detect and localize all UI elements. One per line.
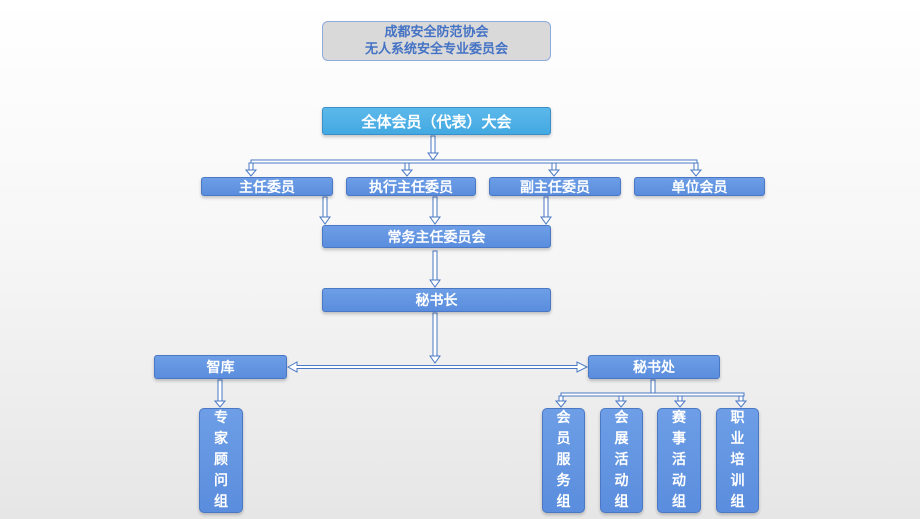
competition-activity-label-char: 动 bbox=[672, 473, 686, 489]
exhibition-activity-label-char: 动 bbox=[614, 473, 629, 489]
expert-group-label-char: 问 bbox=[214, 473, 228, 489]
competition-activity-label-char: 赛 bbox=[672, 410, 686, 426]
competition-activity-label-char: 事 bbox=[672, 431, 686, 447]
title-line-2: 无人系统安全专业委员会 bbox=[364, 42, 508, 57]
secretary-general-node: 秘书长 bbox=[322, 288, 551, 312]
exhibition-activity-group-node: 会展活动组 bbox=[600, 408, 643, 513]
deputy-director-node: 副主任委员 bbox=[489, 177, 621, 196]
vocational-training-group-node: 职业培训组 bbox=[716, 408, 759, 513]
competition-activity-label-char: 组 bbox=[672, 494, 686, 510]
member-service-label-char: 务 bbox=[556, 473, 571, 489]
member-service-label-char: 组 bbox=[556, 494, 571, 510]
exhibition-activity-label-char: 组 bbox=[614, 494, 629, 510]
secretariat-node: 秘书处 bbox=[588, 355, 720, 379]
standing-committee-node: 常务主任委员会 bbox=[322, 225, 551, 248]
director-node: 主任委员 bbox=[201, 177, 333, 196]
think-tank-secretariat-double-arrow bbox=[286, 361, 589, 373]
competition-activity-group-node: 赛事活动组 bbox=[657, 408, 701, 513]
member-service-label-char: 会 bbox=[556, 410, 571, 426]
vocational-training-label-char: 职 bbox=[730, 410, 745, 426]
think-tank-node: 智库 bbox=[154, 355, 287, 379]
member-service-group-node: 会员服务组 bbox=[542, 408, 585, 513]
expert-group-label-char: 顾 bbox=[214, 452, 228, 468]
exhibition-activity-label-char: 活 bbox=[614, 452, 629, 468]
exhibition-activity-label-char: 会 bbox=[614, 410, 629, 426]
expert-group-label-char: 专 bbox=[214, 410, 228, 426]
unit-member-node: 单位会员 bbox=[634, 177, 765, 196]
member-service-label-char: 服 bbox=[556, 452, 571, 468]
expert-group-label-char: 家 bbox=[214, 431, 228, 447]
executive-director-node: 执行主任委员 bbox=[346, 177, 476, 196]
vocational-training-label-char: 组 bbox=[730, 494, 745, 510]
assembly-down-arrow-shaft bbox=[430, 135, 436, 155]
general-assembly-node: 全体会员（代表）大会 bbox=[322, 107, 551, 135]
vocational-training-label-char: 培 bbox=[730, 452, 745, 468]
vocational-training-label-char: 业 bbox=[730, 431, 745, 447]
organization-title: 成都安全防范协会 无人系统安全专业委员会 bbox=[322, 21, 551, 61]
vocational-training-label-char: 训 bbox=[730, 473, 745, 489]
expert-group-label-char: 组 bbox=[214, 494, 228, 510]
exhibition-activity-label-char: 展 bbox=[614, 431, 629, 447]
level2-distribution-bar bbox=[250, 159, 698, 164]
title-line-1: 成都安全防范协会 bbox=[384, 25, 489, 40]
assembly-down-arrowhead bbox=[427, 152, 439, 161]
expert-advisory-group-node: 专家顾问组 bbox=[199, 408, 243, 513]
member-service-label-char: 员 bbox=[556, 431, 571, 447]
competition-activity-label-char: 活 bbox=[672, 452, 686, 468]
